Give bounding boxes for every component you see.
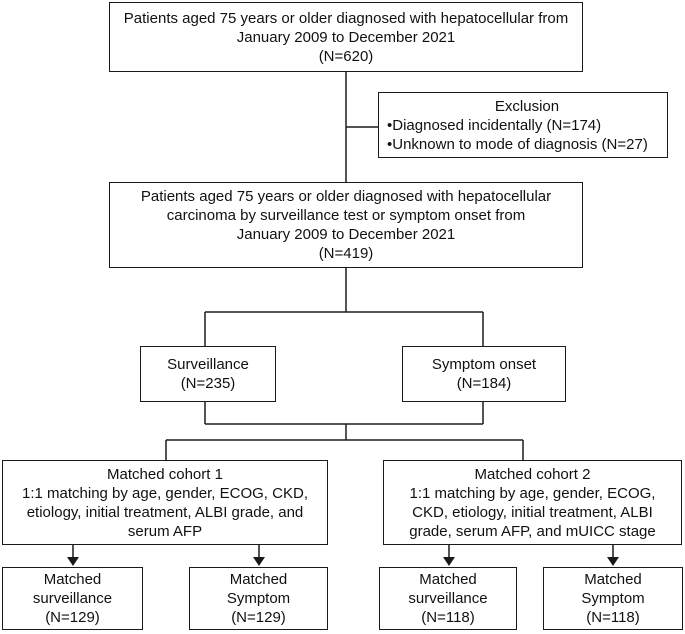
included-patients-line2: carcinoma by surveillance test or sympto…: [166, 207, 526, 224]
total-patients-count: (N=620): [318, 47, 374, 65]
symptom-onset-label: Symptom onset: [431, 356, 537, 373]
arrowhead-icon: [443, 557, 455, 566]
cohort1-line2: 1:1 matching by age, gender, ECOG, CKD,: [22, 484, 308, 502]
m2-surv-line1: Matched: [419, 571, 477, 588]
cohort1-title: Matched cohort 1: [107, 465, 223, 483]
symptom-onset-count: (N=184): [456, 375, 512, 392]
m2-symp-line1: Matched: [584, 571, 642, 588]
m1-surv-line1: Matched: [43, 571, 102, 588]
m1-symp-line2: Symptom: [226, 590, 291, 607]
m1-symp-count: (N=129): [231, 609, 286, 626]
matched-cohort-1-box: Matched cohort 1 1:1 matching by age, ge…: [2, 460, 328, 545]
cohort2-line4: grade, serum AFP, and mUICC stage: [409, 522, 656, 540]
cohort2-line3: CKD, etiology, initial treatment, ALBI: [412, 503, 653, 521]
included-patients-count: (N=419): [318, 245, 374, 262]
included-patients-line3: January 2009 to December 2021: [236, 226, 456, 243]
m1-surv-count: (N=129): [45, 609, 100, 626]
cohort1-line4: serum AFP: [127, 522, 203, 540]
cohort1-line3: etiology, initial treatment, ALBI grade,…: [26, 503, 304, 521]
m1-symp-line1: Matched: [229, 571, 288, 588]
arrowhead-icon: [607, 557, 619, 566]
matched-surveillance-2-box: Matched surveillance (N=118): [379, 567, 517, 630]
arrowhead-icon: [253, 557, 265, 566]
matched-cohort-2-box: Matched cohort 2 1:1 matching by age, ge…: [383, 460, 682, 545]
cohort2-title: Matched cohort 2: [474, 465, 591, 483]
m2-surv-line2: surveillance: [408, 590, 488, 607]
symptom-onset-box: Symptom onset (N=184): [402, 346, 566, 402]
exclusion-box: Exclusion •Diagnosed incidentally (N=174…: [378, 92, 668, 158]
total-patients-box: Patients aged 75 years or older diagnose…: [109, 2, 583, 72]
surveillance-box: Surveillance (N=235): [140, 346, 276, 402]
total-patients-line1: Patients aged 75 years or older diagnose…: [123, 9, 569, 27]
exclusion-item-incidental: •Diagnosed incidentally (N=174): [387, 116, 602, 134]
total-patients-line2: January 2009 to December 2021: [236, 28, 456, 46]
matched-surveillance-1-box: Matched surveillance (N=129): [2, 567, 143, 630]
m2-symp-line2: Symptom: [581, 590, 645, 607]
surveillance-label: Surveillance: [167, 356, 249, 373]
m2-symp-count: (N=118): [586, 609, 640, 626]
arrowhead-icon: [67, 557, 79, 566]
matched-symptom-1-box: Matched Symptom (N=129): [189, 567, 328, 630]
m1-surv-line2: surveillance: [32, 590, 113, 607]
included-patients-box: Patients aged 75 years or older diagnose…: [109, 182, 583, 268]
exclusion-title: Exclusion: [494, 97, 560, 115]
matched-symptom-2-box: Matched Symptom (N=118): [543, 567, 683, 630]
m2-surv-count: (N=118): [421, 609, 475, 626]
exclusion-item-unknown: •Unknown to mode of diagnosis (N=27): [387, 135, 648, 153]
included-patients-line1: Patients aged 75 years or older diagnose…: [140, 188, 552, 205]
cohort2-line2: 1:1 matching by age, gender, ECOG,: [409, 484, 656, 502]
surveillance-count: (N=235): [180, 375, 236, 392]
